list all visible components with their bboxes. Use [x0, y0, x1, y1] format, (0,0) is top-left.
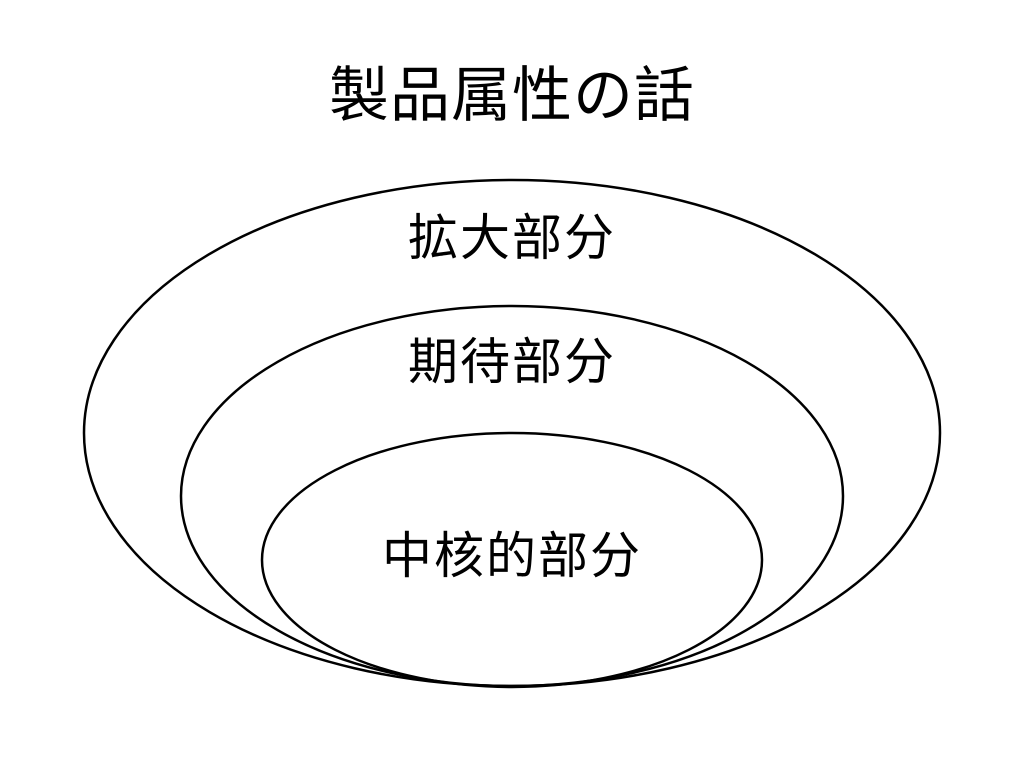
slide-title: 製品属性の話	[329, 61, 695, 131]
inner-ring	[260, 431, 764, 689]
outer-ring-label: 拡大部分	[408, 209, 616, 267]
middle-ring-label: 期待部分	[408, 333, 616, 391]
inner-ring-label: 中核的部分	[382, 527, 642, 585]
